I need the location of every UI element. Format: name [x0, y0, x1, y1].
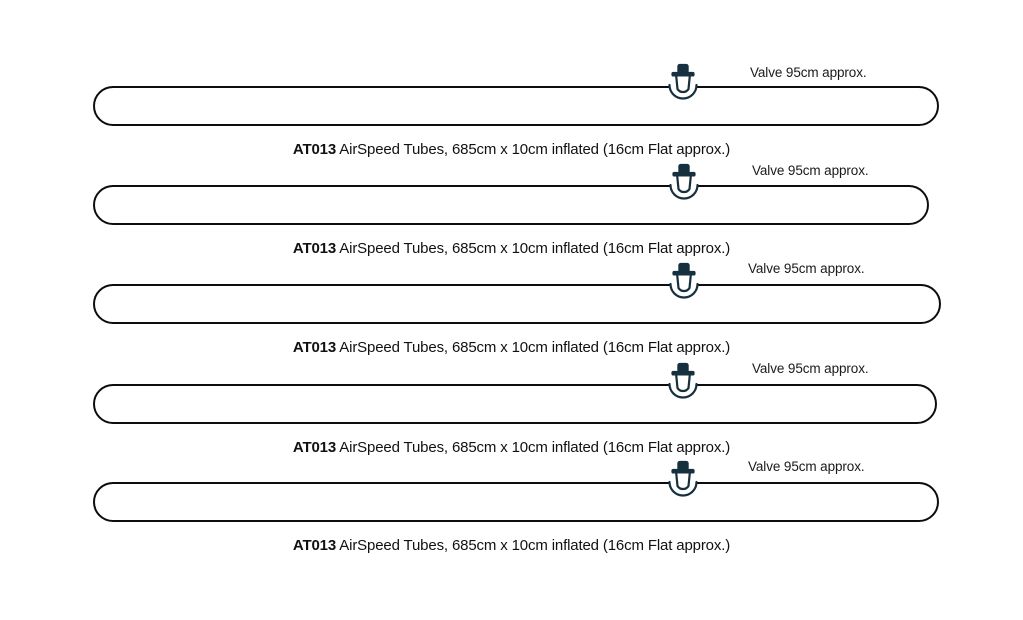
product-description: AirSpeed Tubes, 685cm x 10cm inflated (1…: [339, 439, 731, 456]
inflatable-tube: [93, 86, 939, 126]
valve-icon: [661, 63, 705, 109]
inflatable-tube: [93, 185, 929, 225]
valve-callout-label: Valve 95cm approx.: [748, 261, 865, 276]
tube-caption: AT013 AirSpeed Tubes, 685cm x 10cm infla…: [0, 340, 1023, 355]
product-description: AirSpeed Tubes, 685cm x 10cm inflated (1…: [339, 537, 731, 554]
inflatable-tube: [93, 384, 937, 424]
tube-caption: AT013 AirSpeed Tubes, 685cm x 10cm infla…: [0, 241, 1023, 256]
product-code: AT013: [292, 240, 337, 257]
valve-icon: [662, 262, 706, 308]
product-code: AT013: [292, 339, 337, 356]
product-code: AT013: [292, 141, 337, 158]
product-code: AT013: [292, 537, 337, 554]
inflatable-tube: [93, 284, 941, 324]
product-code: AT013: [292, 439, 337, 456]
tube-caption: AT013 AirSpeed Tubes, 685cm x 10cm infla…: [0, 538, 1023, 553]
valve-callout-label: Valve 95cm approx.: [752, 163, 869, 178]
product-description: AirSpeed Tubes, 685cm x 10cm inflated (1…: [339, 339, 731, 356]
valve-icon: [662, 163, 706, 209]
valve-callout-label: Valve 95cm approx.: [750, 65, 867, 80]
valve-callout-label: Valve 95cm approx.: [748, 459, 865, 474]
product-description: AirSpeed Tubes, 685cm x 10cm inflated (1…: [339, 240, 731, 257]
tube-caption: AT013 AirSpeed Tubes, 685cm x 10cm infla…: [0, 142, 1023, 157]
product-description: AirSpeed Tubes, 685cm x 10cm inflated (1…: [339, 141, 731, 158]
valve-icon: [661, 460, 705, 506]
valve-icon: [661, 362, 705, 408]
valve-callout-label: Valve 95cm approx.: [752, 361, 869, 376]
inflatable-tube: [93, 482, 939, 522]
tube-caption: AT013 AirSpeed Tubes, 685cm x 10cm infla…: [0, 440, 1023, 455]
